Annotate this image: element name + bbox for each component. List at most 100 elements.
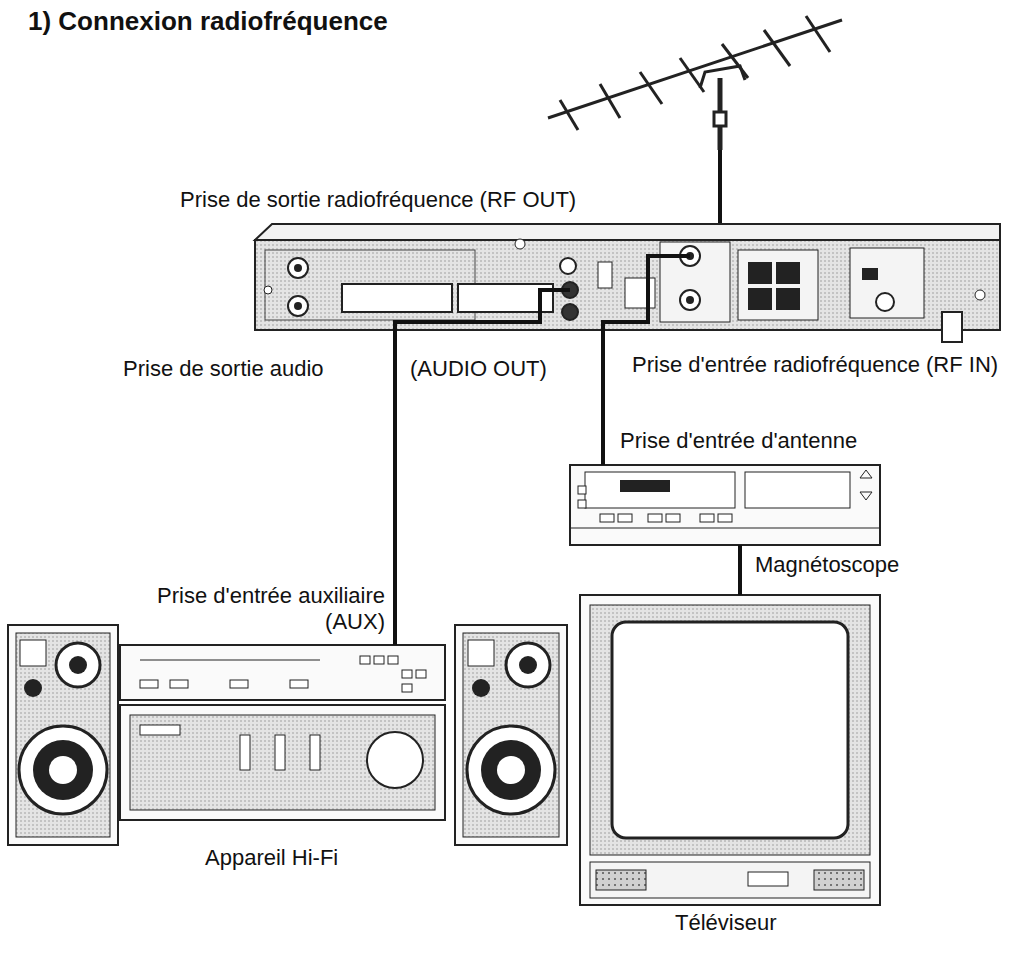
television	[590, 605, 870, 855]
antenna	[560, 100, 578, 130]
vcr	[718, 514, 732, 522]
antenna	[714, 112, 726, 126]
vcr	[570, 528, 880, 529]
hifi-system	[374, 656, 384, 664]
vcr	[620, 480, 670, 492]
vcr	[745, 472, 850, 508]
satellite-receiver	[255, 224, 1000, 342]
satellite-receiver	[862, 268, 878, 280]
satellite-receiver	[255, 224, 1000, 240]
speaker	[481, 740, 541, 800]
speaker	[8, 625, 118, 845]
satellite-receiver	[738, 250, 818, 320]
vcr	[648, 514, 662, 522]
port-label: Prise de sortie audio	[123, 356, 324, 382]
vcr	[618, 514, 632, 522]
vcr	[570, 465, 880, 545]
television	[590, 862, 870, 898]
hifi-system	[130, 715, 435, 810]
speaker	[467, 726, 555, 814]
satellite-receiver	[625, 278, 655, 308]
satellite-receiver	[342, 284, 452, 312]
speaker	[455, 625, 567, 845]
hifi-system	[230, 680, 248, 688]
hifi-system	[310, 735, 320, 770]
speaker	[463, 633, 559, 837]
television	[580, 595, 880, 905]
satellite-receiver	[748, 262, 772, 284]
speaker	[33, 740, 93, 800]
satellite-receiver	[850, 248, 924, 318]
speaker	[506, 643, 550, 687]
hifi-system	[170, 680, 188, 688]
satellite-receiver	[294, 302, 302, 310]
vcr	[600, 514, 614, 522]
satellite-receiver	[562, 304, 578, 320]
port-label: Prise d'entrée radiofréquence (RF IN)	[632, 352, 1022, 378]
satellite-receiver	[776, 288, 800, 310]
antenna	[806, 16, 830, 52]
cable	[738, 545, 742, 595]
satellite-receiver	[288, 296, 308, 316]
receiver-box: Prise de sortie radiofréquence (RF OUT)	[255, 225, 1000, 330]
television	[612, 622, 848, 838]
hifi-system	[388, 656, 398, 664]
cable	[393, 330, 397, 645]
vcr	[666, 514, 680, 522]
satellite-receiver	[776, 262, 800, 284]
satellite-receiver	[680, 290, 700, 310]
vcr	[700, 514, 714, 522]
port-label: (AUDIO OUT)	[410, 356, 547, 382]
vcr	[860, 470, 872, 500]
port-label: Prise d'entrée d'antenne	[620, 428, 857, 454]
speaker	[49, 756, 77, 784]
hifi-system	[240, 735, 250, 770]
vcr	[578, 486, 732, 522]
satellite-receiver	[515, 239, 525, 249]
antenna	[640, 72, 662, 104]
satellite-receiver	[294, 264, 302, 272]
device-label: Magnétoscope	[755, 552, 899, 578]
hifi-system	[120, 645, 445, 700]
speaker	[519, 656, 537, 674]
speaker	[69, 656, 87, 674]
antenna	[548, 20, 842, 118]
satellite-receiver	[288, 258, 308, 278]
speaker	[8, 625, 118, 845]
satellite-receiver	[975, 290, 985, 300]
vcr	[570, 465, 880, 545]
vcr	[578, 500, 586, 508]
hifi-system	[275, 735, 285, 770]
satellite-receiver	[264, 286, 272, 294]
satellite-receiver	[876, 293, 894, 311]
television	[580, 595, 880, 905]
port-wire	[395, 290, 570, 330]
satellite-receiver	[255, 240, 1000, 330]
satellite-receiver	[942, 312, 962, 342]
port-label: Prise de sortie radiofréquence (RF OUT)	[180, 187, 576, 213]
cable	[601, 330, 605, 465]
hifi-box: Prise d'entrée auxiliaire (AUX)Appareil …	[120, 645, 445, 820]
hifi-system	[120, 645, 445, 820]
satellite-receiver	[748, 288, 772, 310]
hifi-system	[416, 670, 426, 678]
port-wire	[395, 256, 690, 330]
port-label: Téléviseur	[675, 910, 776, 936]
hifi-system	[120, 705, 445, 820]
antenna	[722, 44, 748, 78]
speaker	[497, 756, 525, 784]
speaker	[455, 625, 567, 845]
device-label: Appareil Hi-Fi	[205, 845, 338, 871]
vcr	[585, 472, 735, 508]
satellite-receiver	[560, 258, 576, 274]
port-wire	[603, 256, 690, 330]
speaker	[19, 726, 107, 814]
speaker	[56, 643, 100, 687]
tv-box: Téléviseur	[580, 595, 880, 905]
hifi-system	[402, 670, 412, 678]
satellite-receiver	[598, 262, 612, 288]
vcr	[578, 486, 586, 494]
